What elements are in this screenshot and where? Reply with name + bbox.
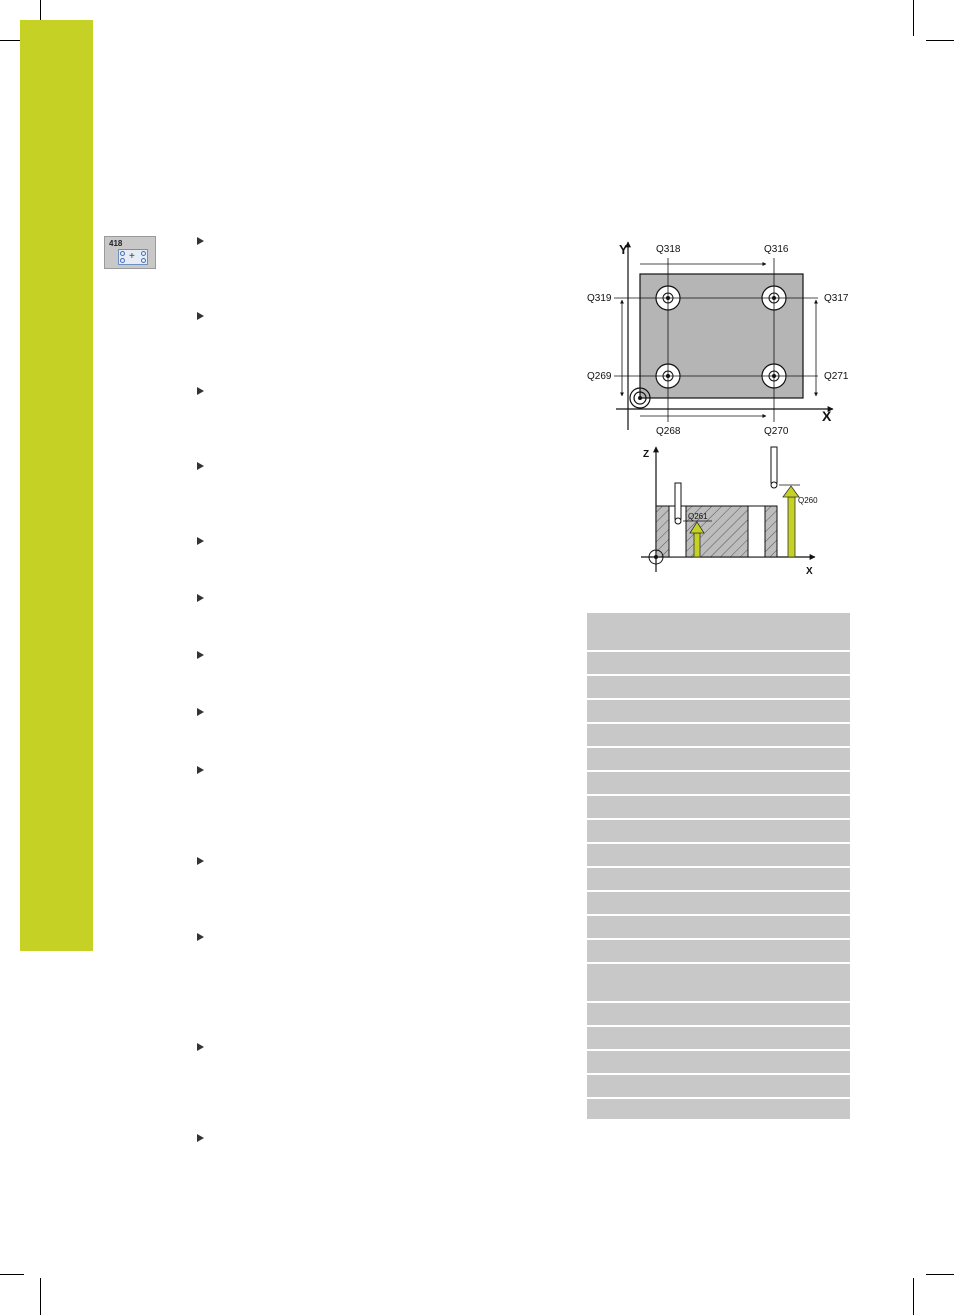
probe-stylus-low bbox=[674, 482, 682, 525]
bullet-arrow-icon bbox=[197, 237, 204, 245]
table-row bbox=[587, 868, 850, 892]
crop-mark bbox=[926, 40, 954, 41]
probe-cycle-icon: 418 + bbox=[104, 236, 156, 269]
table-row bbox=[587, 1075, 850, 1099]
bullet-arrow-icon bbox=[197, 857, 204, 865]
table-row bbox=[587, 772, 850, 796]
bullet-arrow-icon bbox=[197, 708, 204, 716]
bullet-arrow-icon bbox=[197, 1134, 204, 1142]
table-row bbox=[587, 892, 850, 916]
table-row bbox=[587, 820, 850, 844]
q261-height-arrow bbox=[683, 520, 712, 558]
hole-icon bbox=[141, 258, 146, 263]
z-axis-label: Z bbox=[643, 449, 649, 460]
bullet-arrow-icon bbox=[197, 651, 204, 659]
hole-icon bbox=[141, 251, 146, 256]
table-row bbox=[587, 844, 850, 868]
x-axis-label: X bbox=[822, 408, 832, 424]
table-row bbox=[587, 748, 850, 772]
dim-label-q271: Q271 bbox=[824, 371, 849, 382]
dim-label-q269: Q269 bbox=[587, 371, 612, 382]
table-row bbox=[587, 1051, 850, 1075]
table-row bbox=[587, 1003, 850, 1027]
dim-label-q316: Q316 bbox=[764, 244, 789, 255]
crop-mark bbox=[926, 1274, 954, 1275]
table-row bbox=[587, 700, 850, 724]
dim-label-q261: Q261 bbox=[688, 512, 708, 521]
table-row bbox=[587, 796, 850, 820]
bullet-arrow-icon bbox=[197, 1043, 204, 1051]
crosshair-icon: + bbox=[129, 251, 135, 262]
datum-icon-dot bbox=[638, 396, 642, 400]
table-row bbox=[587, 724, 850, 748]
crop-mark bbox=[0, 1274, 24, 1275]
bullet-arrow-icon bbox=[197, 537, 204, 545]
dim-label-q270: Q270 bbox=[764, 426, 789, 437]
chapter-color-band bbox=[20, 20, 93, 951]
q260-clearance-arrow bbox=[779, 484, 800, 558]
bullet-arrow-icon bbox=[197, 387, 204, 395]
crop-mark bbox=[913, 0, 914, 36]
bore-right bbox=[747, 505, 766, 558]
side-view: Z X Q261 Q260 bbox=[641, 446, 818, 577]
table-row bbox=[587, 1099, 850, 1121]
table-row bbox=[587, 940, 850, 964]
datum-icon-side-dot bbox=[654, 555, 658, 559]
bullet-arrow-icon bbox=[197, 462, 204, 470]
y-axis-label: Y bbox=[619, 242, 628, 257]
table-row bbox=[587, 676, 850, 700]
crop-mark bbox=[913, 1278, 914, 1315]
bullet-arrow-icon bbox=[197, 933, 204, 941]
dim-label-q260: Q260 bbox=[798, 496, 818, 505]
x-axis-label-side: X bbox=[806, 566, 813, 577]
datum-icon bbox=[629, 387, 651, 409]
table-row bbox=[587, 916, 850, 940]
hole-icon bbox=[120, 251, 125, 256]
crop-mark bbox=[40, 1278, 41, 1315]
datum-icon-ring bbox=[633, 391, 647, 405]
table-row bbox=[587, 964, 850, 1003]
dimension-lines bbox=[614, 258, 818, 422]
datum-icon-side bbox=[648, 549, 664, 565]
dim-label-q319: Q319 bbox=[587, 293, 612, 304]
crop-mark bbox=[0, 40, 24, 41]
top-view: Y X bbox=[587, 241, 849, 437]
table-row bbox=[587, 1027, 850, 1051]
bullet-arrow-icon bbox=[197, 594, 204, 602]
hole-icon bbox=[120, 258, 125, 263]
bullet-arrow-icon bbox=[197, 312, 204, 320]
dim-label-q318: Q318 bbox=[656, 244, 681, 255]
parameter-table bbox=[587, 613, 850, 1121]
dim-label-q268: Q268 bbox=[656, 426, 681, 437]
probe-stylus-high bbox=[770, 446, 778, 489]
cycle-number: 418 bbox=[109, 239, 123, 248]
dim-label-q317: Q317 bbox=[824, 293, 849, 304]
crop-mark bbox=[40, 0, 41, 36]
table-row bbox=[587, 613, 850, 652]
table-row bbox=[587, 652, 850, 676]
bullet-arrow-icon bbox=[197, 766, 204, 774]
cycle-icon-plate: + bbox=[118, 249, 148, 265]
